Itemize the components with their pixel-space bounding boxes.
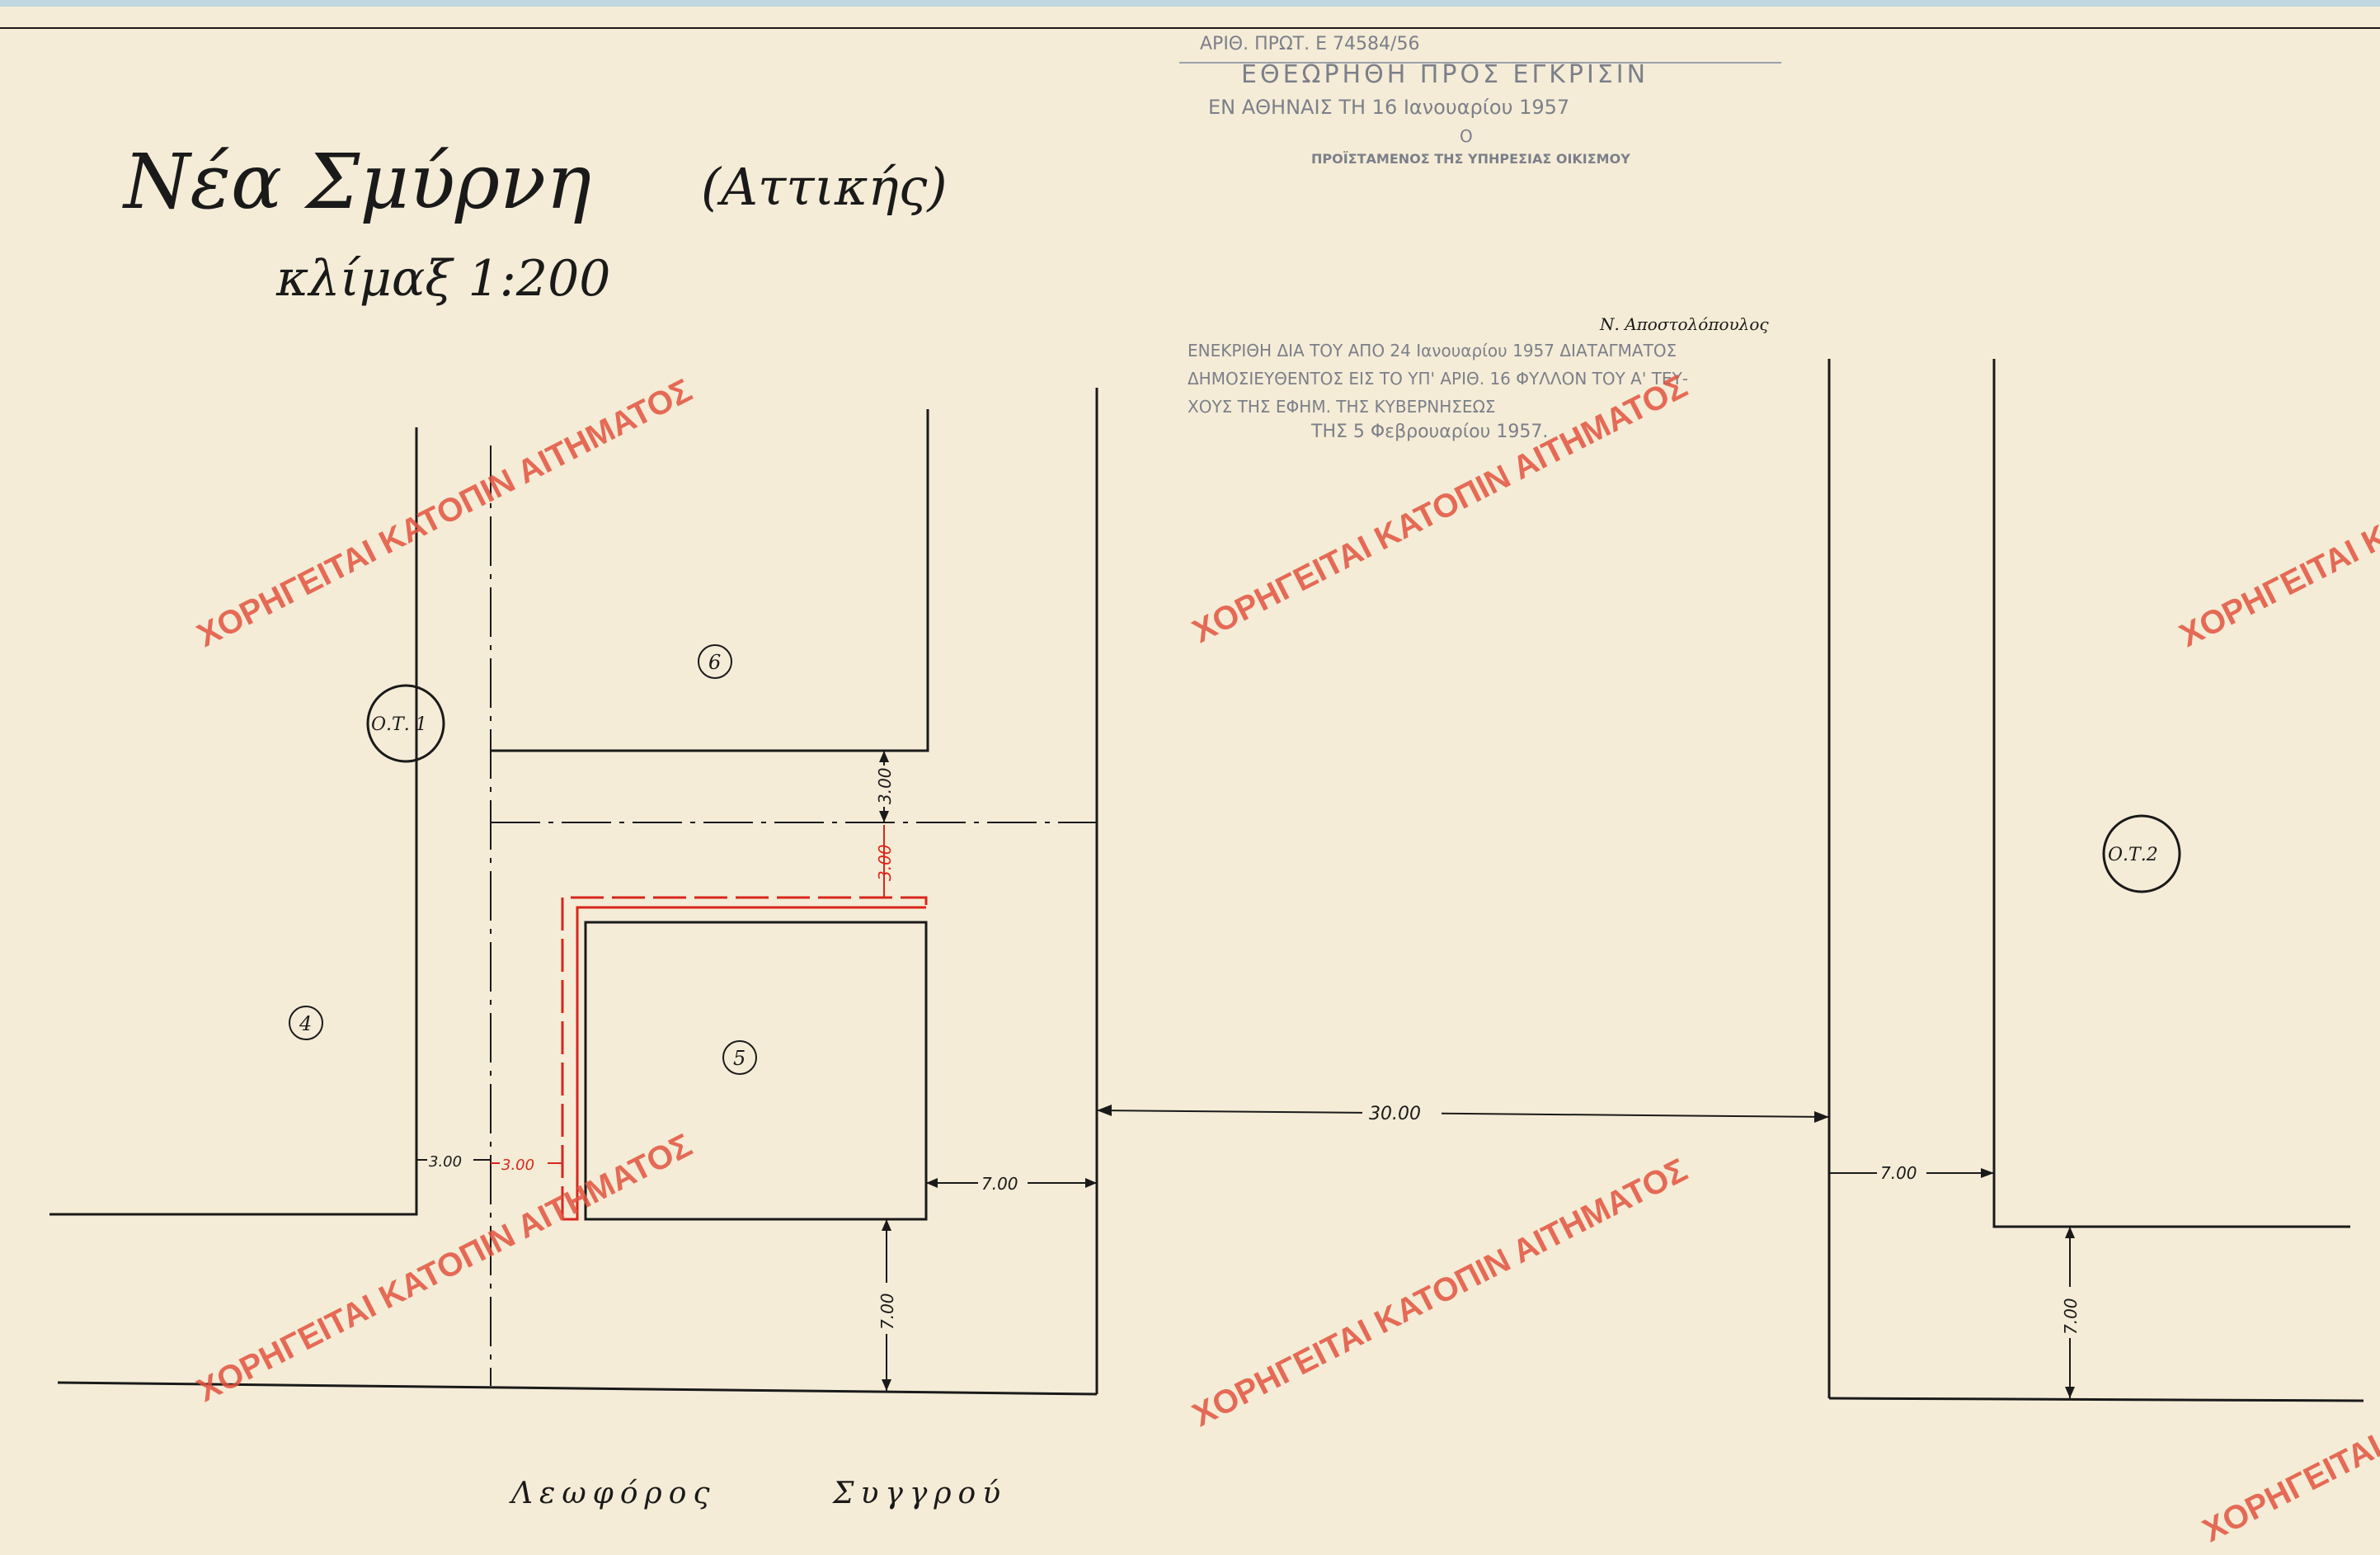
lot6-circle xyxy=(698,644,732,679)
block-ot1-lines xyxy=(49,388,1098,1396)
stamp-signature: Ν. Αποστολόπουλος xyxy=(1599,314,1769,334)
street-name-word2: Συγγρού xyxy=(831,1477,1007,1510)
arrow xyxy=(1814,1111,1829,1123)
ot2-building-line xyxy=(1992,359,2350,1228)
lot5-circle xyxy=(722,1040,757,1075)
ot1-label: Ο.Τ. 1 xyxy=(371,714,427,735)
lot5-red-setback-dashed xyxy=(561,896,928,1219)
lot5-label: 5 xyxy=(733,1047,746,1070)
arrow xyxy=(879,811,889,822)
top-edge-strip xyxy=(0,0,2380,7)
watermarks: ΧΟΡΗΓΕΙΤΑΙ ΚΑΤΟΠΙΝ ΑΙΤΗΜΑΤΟΣ ΧΟΡΗΓΕΙΤΑΙ … xyxy=(191,368,2380,1549)
ot1-circle xyxy=(366,684,445,763)
lot4-label: 4 xyxy=(299,1012,312,1035)
lot6-boundary xyxy=(491,409,929,752)
dim-label-300-left: 3.00 xyxy=(429,1153,462,1171)
watermark-text: ΧΟΡΗΓΕΙΤΑΙ ΚΑΤΟΠΙΝ ΑΙΤΗΜΑΤΟΣ xyxy=(2174,372,2380,654)
dim-label-700-mid: 7.00 xyxy=(981,1174,1018,1194)
stamp-approval-heading: ΕΘΕΩΡΗΘΗ ΠΡΟΣ ΕΓΚΡΙΣΙΝ xyxy=(1241,60,1649,89)
stamp-article: Ο xyxy=(1460,126,1473,146)
dim-label-300-vertical: 3.00 xyxy=(875,767,895,804)
street-name: Λεωφόρος Συγγρού xyxy=(509,1477,1007,1510)
dimension-lines xyxy=(416,751,2075,1398)
arrow xyxy=(926,1178,938,1188)
watermark-text: ΧΟΡΗΓΕΙΤΑΙ ΚΑΤΟΠΙΝ ΑΙΤΗΜΑΤΟΣ xyxy=(1187,1152,1693,1434)
avenue-frontage-left xyxy=(57,1381,1098,1396)
dim-line-3000 xyxy=(1096,1110,1830,1118)
lot5-setback-line xyxy=(584,921,926,1214)
stamp-decree-line4: ΤΗΣ 5 Φεβρουαρίου 1957. xyxy=(1310,422,1548,442)
lot5-red-setback-solid xyxy=(562,906,926,1221)
stamp-office: ΠΡΟΪΣΤΑΜΕΝΟΣ ΤΗΣ ΥΠΗΡΕΣΙΑΣ ΟΙΚΙΣΜΟΥ xyxy=(1311,151,1630,167)
arrow xyxy=(1981,1168,1994,1178)
arrow xyxy=(1085,1178,1097,1188)
lot4-circle xyxy=(289,1006,323,1040)
title-group: Νέα Σμύρνη (Αττικής) κλίμαξ 1:200 xyxy=(122,138,948,308)
lot4-boundary xyxy=(49,427,418,1216)
approval-stamp-decree: Ν. Αποστολόπουλος ΕΝΕΚΡΙΘΗ ΔΙΑ ΤΟΥ ΑΠΟ 2… xyxy=(1188,314,1769,442)
stamp-protocol-number: ΑΡΙΘ. ΠΡΩΤ. Ε 74584/56 xyxy=(1200,34,1419,54)
drawing-title-suffix: (Αττικής) xyxy=(701,157,948,217)
arrow xyxy=(882,1219,891,1231)
street-name-word1: Λεωφόρος xyxy=(509,1477,717,1510)
dim-label-700-bottom-left: 7.00 xyxy=(877,1293,897,1330)
dimension-labels: 3.00 3.00 3.00 3.00 7.00 30.00 7.00 7.00… xyxy=(427,766,2084,1338)
drawing-title: Νέα Σμύρνη xyxy=(122,138,591,226)
stamp-decree-line3: ΧΟΥΣ ΤΗΣ ΕΦΗΜ. ΤΗΣ ΚΥΒΕΡΝΗΣΕΩΣ xyxy=(1188,397,1496,417)
ot2-circle xyxy=(2102,814,2181,893)
stamp-decree-line1: ΕΝΕΚΡΙΘΗ ΔΙΑ ΤΟΥ ΑΠΟ 24 Ιανουαρίου 1957 … xyxy=(1188,341,1677,360)
watermark-text: ΧΟΡΗΓΕΙΤΑΙ ΚΑΤΟΠΙΝ ΑΙΤΗΜΑΤΟΣ xyxy=(2197,1267,2380,1549)
approval-stamp-top: ΑΡΙΘ. ΠΡΩΤ. Ε 74584/56 ΕΘΕΩΡΗΘΗ ΠΡΟΣ ΕΓΚ… xyxy=(1179,34,1781,167)
dim-label-700-bottom-right: 7.00 xyxy=(2061,1298,2081,1335)
dim-label-3000: 30.00 xyxy=(1369,1104,1421,1124)
dim-label-700-right: 7.00 xyxy=(1880,1163,1917,1183)
lot-labels: 4 5 6 xyxy=(289,644,757,1075)
arrow xyxy=(2065,1387,2075,1398)
arrow xyxy=(882,1379,891,1391)
avenue-frontage-right xyxy=(1828,1397,2364,1402)
block-ot2-lines xyxy=(1827,359,2364,1402)
stamp-decree-line2: ΔΗΜΟΣΙΕΥΘΕΝΤΟΣ ΕΙΣ ΤΟ ΥΠ' ΑΡΙΘ. 16 ΦΥΛΛΟ… xyxy=(1188,369,1688,389)
arrow xyxy=(2065,1227,2075,1238)
watermark-text: ΧΟΡΗΓΕΙΤΑΙ ΚΑΤΟΠΙΝ ΑΙΤΗΜΑΤΟΣ xyxy=(191,372,698,654)
stamp-date-line: ΕΝ ΑΘΗΝΑΙΣ ΤΗ 16 Ιανουαρίου 1957 xyxy=(1208,96,1569,119)
lot6-label: 6 xyxy=(708,651,721,674)
dim-label-300-red-vertical: 3.00 xyxy=(875,844,895,881)
dim-label-300-red-left: 3.00 xyxy=(501,1157,534,1174)
arrow xyxy=(879,751,889,762)
arrow xyxy=(1097,1105,1112,1116)
ot2-label: Ο.Τ.2 xyxy=(2108,845,2158,865)
drawing-scale: κλίμαξ 1:200 xyxy=(275,250,610,308)
block-labels: Ο.Τ. 1 Ο.Τ.2 xyxy=(366,684,2181,893)
